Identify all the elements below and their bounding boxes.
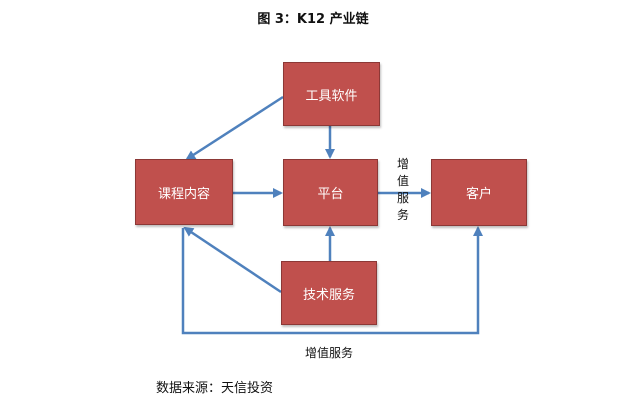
label-char: 服: [396, 191, 409, 205]
node-course-content: 课程内容: [135, 159, 233, 225]
label-char: 务: [396, 208, 409, 222]
label-value-added-bottom: 增值服务: [305, 346, 354, 360]
figure-title: 图 3：K12 产业链: [257, 12, 369, 27]
label-value-added-vertical: 增 值 服 务: [395, 156, 411, 224]
arrow-tech-to-course: [183, 226, 282, 294]
node-platform: 平台: [283, 159, 378, 226]
label-char: 值: [396, 174, 409, 188]
arrow-tools-to-course: [185, 95, 284, 161]
arrow-course-to-customer: [181, 226, 483, 335]
label-char: 增: [396, 157, 409, 171]
node-tools-software: 工具软件: [283, 62, 380, 126]
node-tech-service: 技术服务: [281, 261, 377, 325]
node-customer: 客户: [431, 159, 527, 226]
source-note: 数据来源：天信投资: [156, 381, 274, 396]
